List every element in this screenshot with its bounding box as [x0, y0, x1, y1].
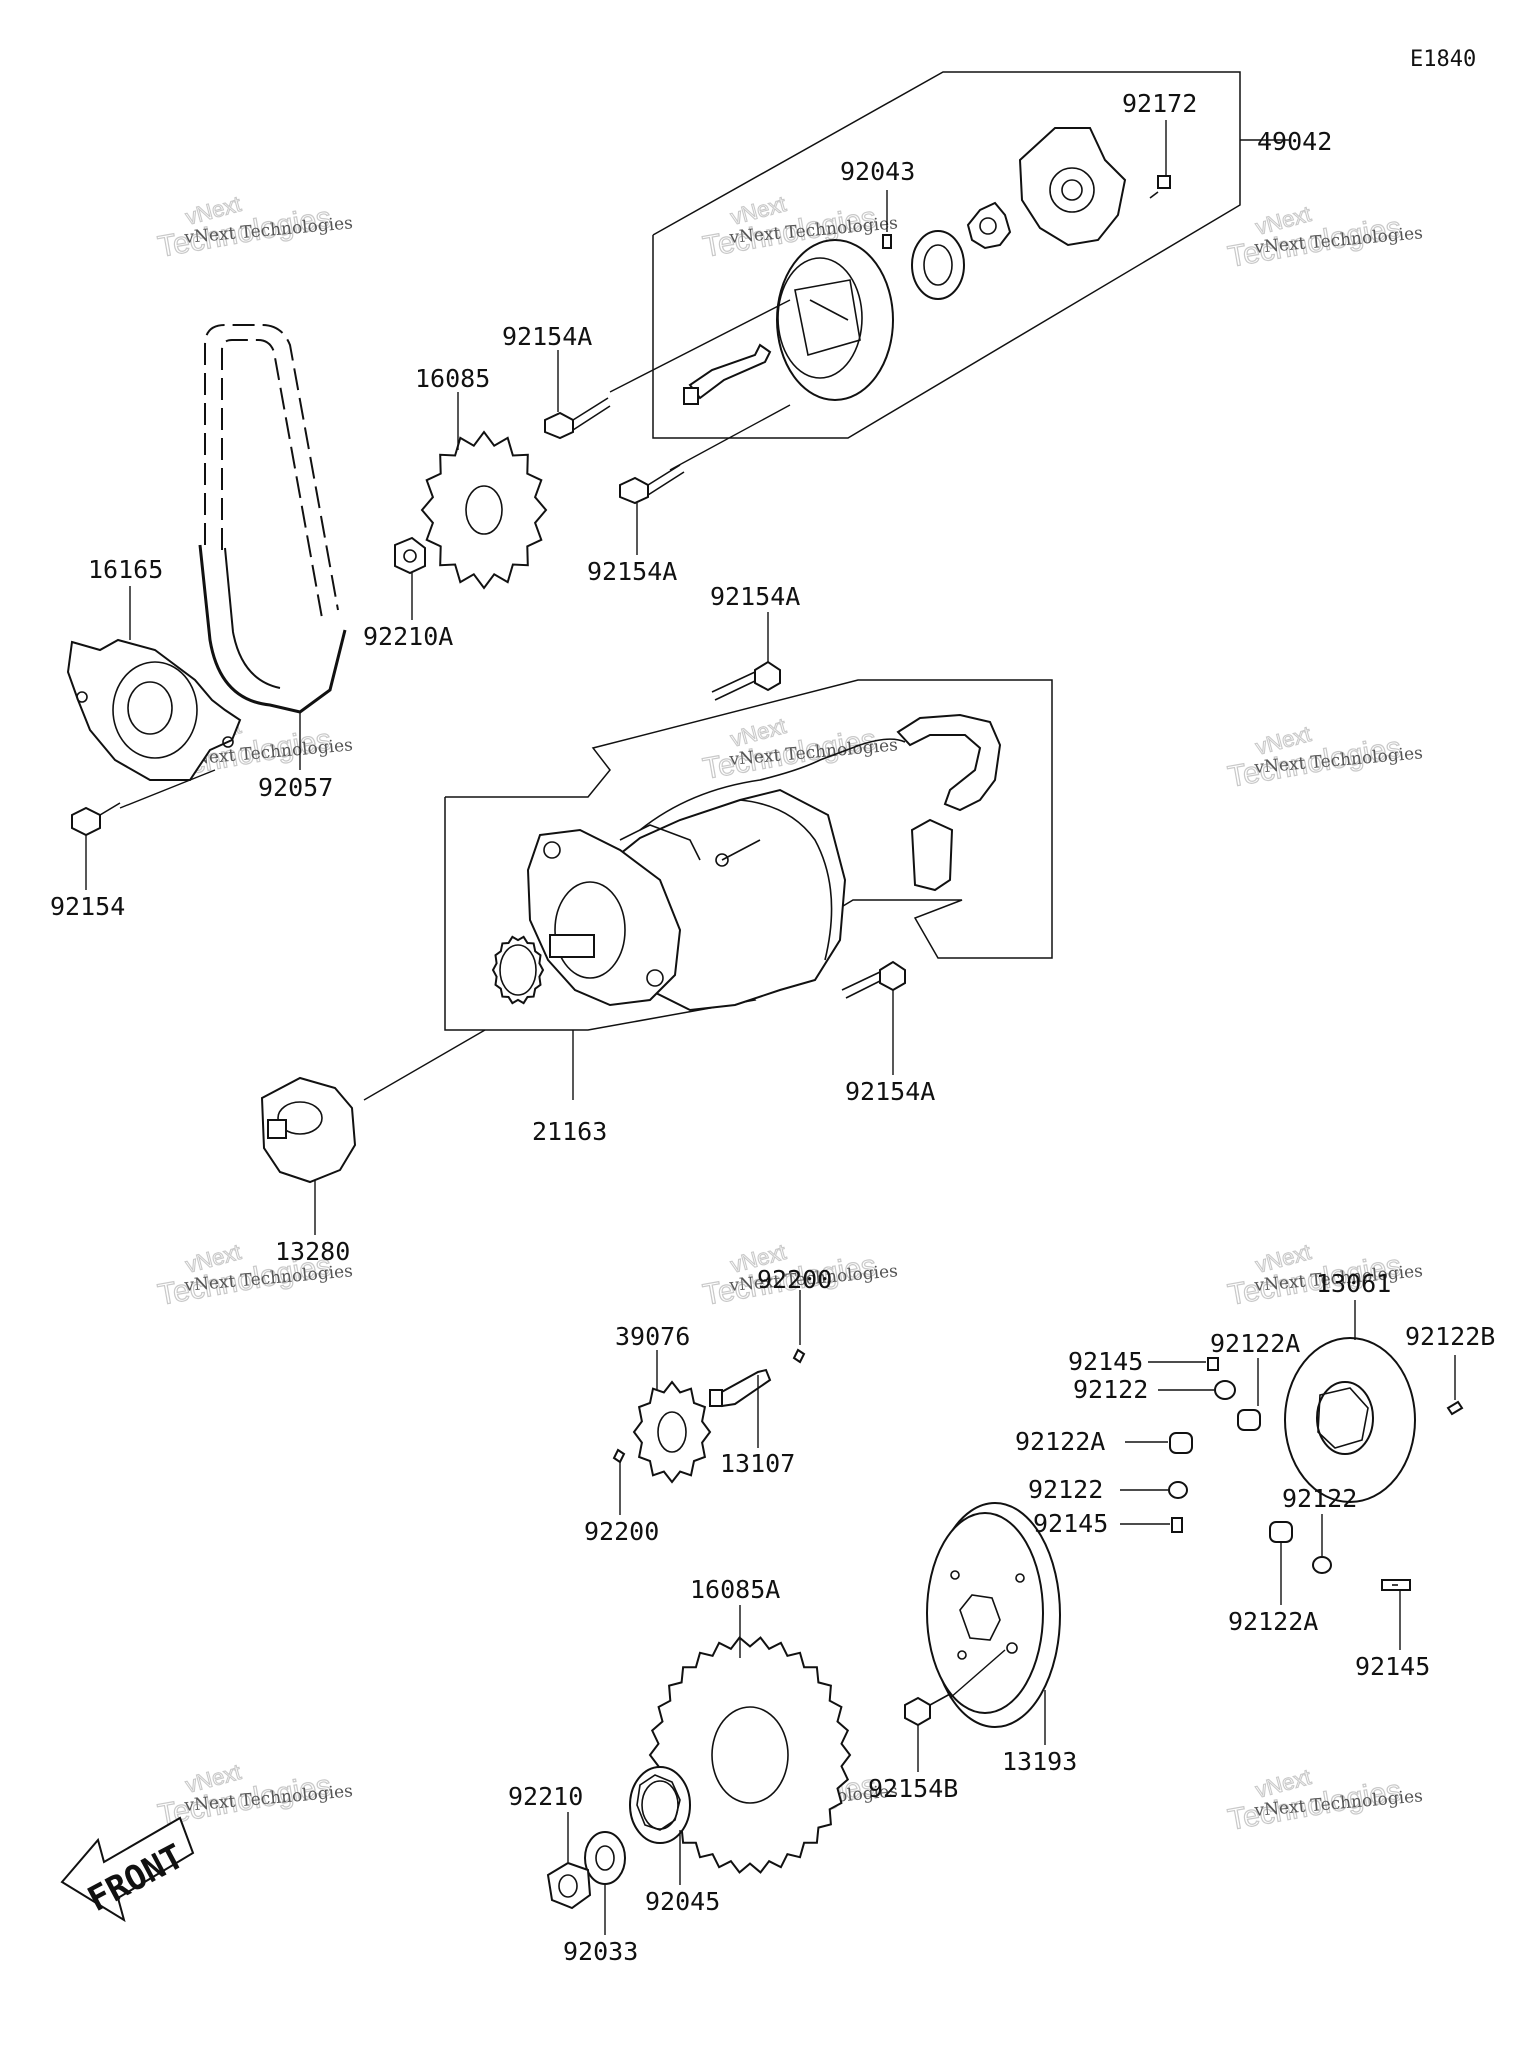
- drive-chain-92057: [198, 324, 347, 714]
- part-label: 13193: [1002, 1747, 1077, 1776]
- part-label: 92154A: [587, 557, 677, 586]
- part-label: 92122: [1073, 1375, 1148, 1404]
- roller-holder: [911, 230, 965, 300]
- part-label: 92145: [1355, 1652, 1430, 1681]
- diagram-code: E1840: [1410, 47, 1476, 72]
- clutch-spindle: [683, 343, 772, 405]
- part-label: 39076: [615, 1322, 690, 1351]
- clutch-housing: [776, 239, 894, 401]
- starter-motor-frame: [444, 679, 1053, 1031]
- part-label: 92122: [1028, 1475, 1103, 1504]
- part-label: 92154: [50, 892, 125, 921]
- collar-92210a: [394, 536, 426, 575]
- part-label: 92154A: [710, 582, 800, 611]
- screw-92145-1: [1207, 1357, 1219, 1371]
- part-label: 16085A: [690, 1575, 780, 1604]
- part-label: 92172: [1122, 89, 1197, 118]
- part-label: 49042: [1257, 127, 1332, 156]
- cap-92122a-2: [1169, 1432, 1193, 1454]
- part-label: 16165: [88, 555, 163, 584]
- part-label: 92145: [1068, 1347, 1143, 1376]
- motor-bolt-bottom: [841, 960, 906, 999]
- part-label: 92122A: [1015, 1427, 1105, 1456]
- bolt-92154b: [904, 1649, 1006, 1727]
- part-label: 92154B: [868, 1774, 958, 1803]
- part-label: 92122: [1282, 1484, 1357, 1513]
- pin-92122b: [1446, 1400, 1464, 1416]
- part-labels: 49042 92172 92043 92154A 16085 92154A 92…: [50, 89, 1495, 1966]
- part-label: 13061: [1316, 1269, 1391, 1298]
- driven-sprocket-16085a: [648, 1636, 852, 1874]
- part-label: 92200: [584, 1517, 659, 1546]
- part-label: 13107: [720, 1449, 795, 1478]
- clutch-cover-plate: [1018, 127, 1127, 247]
- rotor-13193: [926, 1502, 1061, 1728]
- part-label: 92057: [258, 773, 333, 802]
- part-label: 13280: [275, 1237, 350, 1266]
- screw-92145-3: [1381, 1579, 1411, 1591]
- part-label: 92154A: [502, 322, 592, 351]
- cap-92122-2: [1168, 1481, 1188, 1499]
- part-label: 92145: [1033, 1509, 1108, 1538]
- motor-o-ring: [491, 935, 545, 1005]
- coupling-13061: [1284, 1337, 1416, 1503]
- motor-bolt-top: [711, 660, 781, 701]
- screw-92145-2: [1171, 1517, 1183, 1533]
- idle-gear-39076: [632, 1380, 712, 1484]
- bolt-92154a-lower: [619, 464, 685, 505]
- part-label: 16085: [415, 364, 490, 393]
- washer-92033: [584, 1831, 626, 1885]
- part-label: 92045: [645, 1887, 720, 1916]
- screw-92172: [1149, 175, 1171, 199]
- part-label: 92154A: [845, 1077, 935, 1106]
- nut-92210: [546, 1861, 592, 1910]
- part-label: 92210A: [363, 622, 453, 651]
- pin-92043: [882, 234, 892, 249]
- bolt-92154a-upper: [544, 397, 611, 440]
- front-direction-arrow: FRONT: [60, 1816, 195, 1923]
- part-label: 92043: [840, 157, 915, 186]
- part-label: 21163: [532, 1117, 607, 1146]
- cap-92122-3: [1312, 1556, 1332, 1574]
- pin-92200-bottom: [612, 1448, 626, 1464]
- part-label: 92122B: [1405, 1322, 1495, 1351]
- part-label: 92033: [563, 1937, 638, 1966]
- part-label: 92200: [757, 1265, 832, 1294]
- drive-sprocket-16085: [420, 430, 548, 590]
- cap-92122a-3: [1269, 1521, 1293, 1543]
- pin-92200-top: [792, 1348, 806, 1364]
- part-label: 92210: [508, 1782, 583, 1811]
- chain-guide-16165: [66, 638, 242, 781]
- part-label: 92122A: [1228, 1607, 1318, 1636]
- shaft-13107: [709, 1368, 772, 1408]
- starter-motor: [526, 713, 1002, 1012]
- cap-92122a-1: [1237, 1409, 1261, 1431]
- bolt-92154: [71, 769, 216, 837]
- star-gear: [966, 201, 1012, 250]
- part-label: 92122A: [1210, 1329, 1300, 1358]
- bearing-92045: [629, 1766, 691, 1844]
- reduction-gear-13280: [260, 1076, 357, 1184]
- starter-clutch-assembly-frame: [652, 71, 1290, 439]
- cap-92122-1: [1214, 1380, 1236, 1400]
